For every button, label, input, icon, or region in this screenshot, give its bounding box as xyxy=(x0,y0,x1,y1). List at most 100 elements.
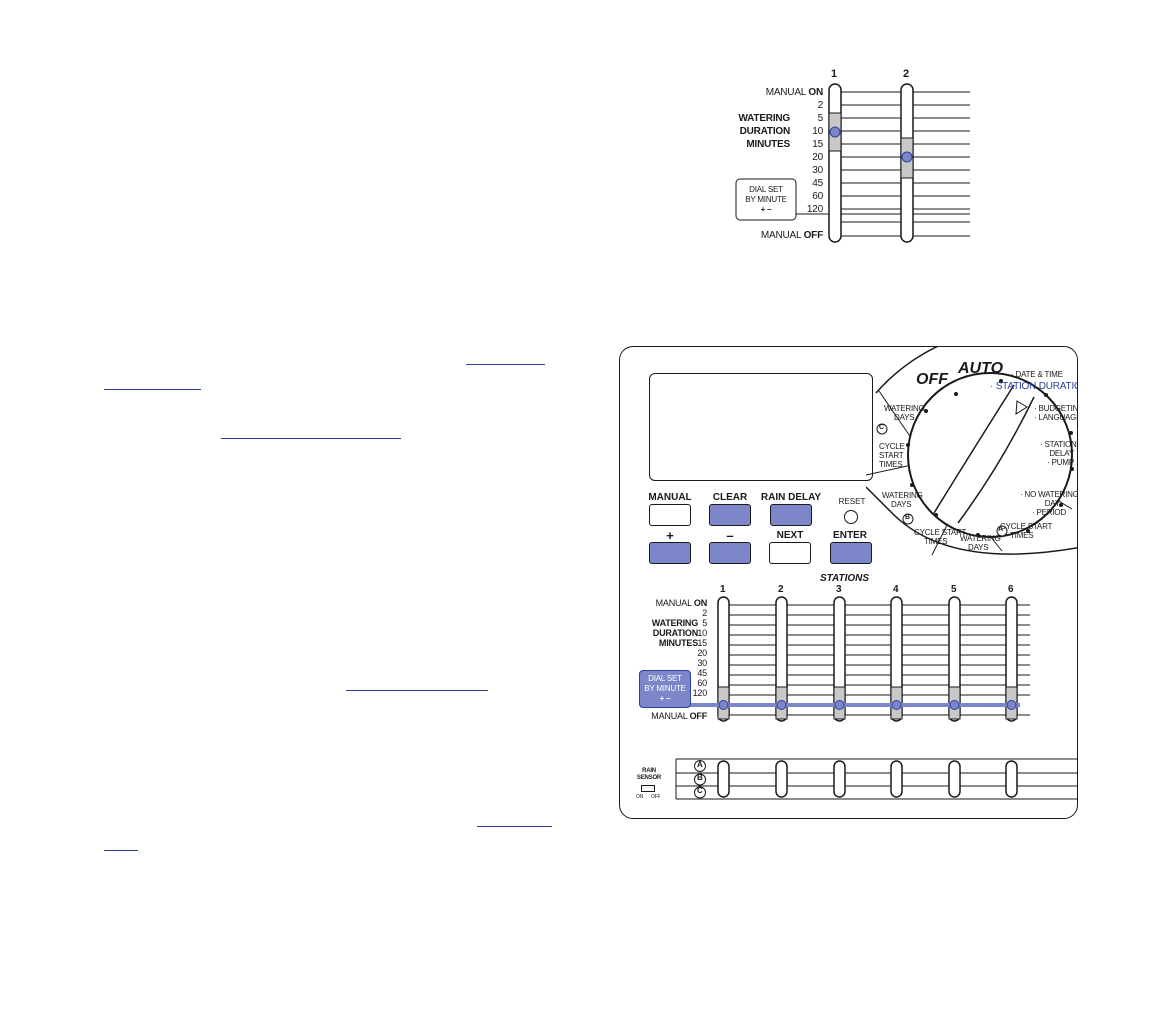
dial-no-watering-2[interactable]: DAY xyxy=(1044,499,1060,508)
station-duration-label: DURATION xyxy=(652,628,698,638)
station-dial-set-line3: + – xyxy=(659,694,671,703)
dial-watering-days-a-2[interactable]: DAYS xyxy=(968,543,989,552)
link-underline-4b[interactable] xyxy=(104,850,138,851)
dial-station-delay-3[interactable]: · PUMP xyxy=(1047,458,1074,467)
dial-language[interactable]: · LANGUAGE xyxy=(1034,413,1078,422)
top-scale-2: 2 xyxy=(817,100,824,111)
dial-cycle-start-c-2[interactable]: START xyxy=(879,451,904,460)
manual-button-label: MANUAL xyxy=(648,492,692,503)
dial-budgeting[interactable]: · BUDGETING xyxy=(1034,404,1078,413)
link-underline-1b[interactable] xyxy=(104,389,201,390)
top-diagram-graphics xyxy=(735,83,970,243)
dial-sep-2 xyxy=(866,464,913,476)
dial-no-watering-1[interactable]: · NO WATERING xyxy=(1020,490,1078,499)
program-a-circle xyxy=(694,760,706,772)
top-dial-set-line1: DIAL SET xyxy=(749,185,783,194)
dial-watering-days-b-2[interactable]: DAYS xyxy=(891,500,912,509)
dial-knob xyxy=(907,372,1073,538)
dial-station-delay-1[interactable]: · STATION xyxy=(1040,440,1077,449)
station-dots xyxy=(718,700,1017,710)
clear-button[interactable] xyxy=(709,504,751,526)
top-manual-off-prefix: MANUAL xyxy=(760,230,801,241)
station-scale-15: 15 xyxy=(697,638,707,648)
top-watering-label: WATERING xyxy=(738,113,790,124)
dial-cycle-start-b-1[interactable]: CYCLE START xyxy=(914,528,967,537)
top-manual-on-prefix: MANUAL xyxy=(765,87,806,98)
dial-no-watering-3[interactable]: · PERIOD xyxy=(1032,508,1066,517)
dial-station-delay-2[interactable]: DELAY xyxy=(1049,449,1074,458)
program-switch-3 xyxy=(833,760,846,798)
reset-button[interactable] xyxy=(844,510,858,524)
dial-cycle-start-a-2[interactable]: TIMES xyxy=(1010,531,1034,540)
dial-off-label[interactable]: OFF xyxy=(916,371,948,388)
station-dot-3 xyxy=(834,700,845,710)
link-underline-1a[interactable] xyxy=(466,364,545,365)
dial-watering-days-c-1[interactable]: WATERING xyxy=(884,404,925,413)
top-scale-45: 45 xyxy=(812,178,823,189)
program-b-label: B xyxy=(697,773,703,782)
dial-watering-days-c-2[interactable]: DAYS xyxy=(894,413,915,422)
dial-marker-a: A xyxy=(998,526,1003,533)
top-dial-set-box xyxy=(735,178,797,221)
station-number-1: 1 xyxy=(720,584,726,595)
top-manual-off-label: MANUAL OFF xyxy=(720,230,823,241)
rain-sensor-on: ON xyxy=(636,794,644,800)
plus-button-label: + xyxy=(666,528,674,543)
manual-button[interactable] xyxy=(649,504,691,526)
top-slider-dot-2 xyxy=(901,151,913,163)
enter-button[interactable] xyxy=(830,542,872,564)
top-station-number-2: 2 xyxy=(903,68,909,80)
dial-auto-label[interactable]: AUTO xyxy=(958,360,1004,377)
top-duration-diagram: 1 2 MANUAL ON 2 5 10 15 20 30 45 60 120 … xyxy=(720,66,980,256)
station-number-3: 3 xyxy=(836,584,842,595)
top-dial-set-line2: BY MINUTE xyxy=(745,195,787,204)
station-watering-label: WATERING xyxy=(651,618,698,628)
enter-button-label: ENTER xyxy=(833,530,867,541)
dial-watering-days-a-1[interactable]: WATERING xyxy=(960,534,1001,543)
dial-cycle-start-c-3[interactable]: TIMES xyxy=(879,460,903,469)
program-switch-4 xyxy=(890,760,903,798)
top-manual-off-suffix: OFF xyxy=(803,230,824,241)
dial-cycle-start-b-2[interactable]: TIMES xyxy=(924,537,948,546)
program-dial[interactable] xyxy=(866,346,1078,585)
top-slider-track-1 xyxy=(828,83,842,243)
program-switch-2 xyxy=(775,760,788,798)
station-dial-set-box xyxy=(639,670,691,708)
top-scale-30: 30 xyxy=(812,165,823,176)
stations-title: STATIONS xyxy=(820,573,870,584)
rain-sensor-switch[interactable] xyxy=(641,785,655,792)
dial-knob-grip xyxy=(933,384,1035,524)
program-a-label: A xyxy=(697,760,703,769)
station-scale-120: 120 xyxy=(692,688,708,698)
top-station-number-1: 1 xyxy=(831,68,837,80)
top-scale-5: 5 xyxy=(817,113,824,124)
dial-marker-b-circle xyxy=(902,513,914,525)
top-scale-60: 60 xyxy=(812,191,823,202)
dial-station-duration[interactable]: · STATION DURATION xyxy=(990,381,1077,392)
station-dial-set-line1: DIAL SET xyxy=(648,674,682,683)
top-manual-on-label: MANUAL ON xyxy=(720,87,824,98)
top-scale-15: 15 xyxy=(812,139,823,150)
minus-button[interactable] xyxy=(709,542,751,564)
dial-pointer-icon xyxy=(1015,400,1028,415)
station-dial-set-line2: BY MINUTE xyxy=(644,684,686,693)
station-manual-off-prefix: MANUAL xyxy=(651,711,688,721)
dial-watering-days-b-1[interactable]: WATERING xyxy=(882,491,923,500)
station-manual-on-label: MANUAL ON xyxy=(620,598,708,608)
dial-cycle-start-c-1[interactable]: CYCLE xyxy=(879,442,905,451)
link-underline-3[interactable] xyxy=(346,690,488,691)
link-underline-4a[interactable] xyxy=(477,826,552,827)
top-duration-label: DURATION xyxy=(739,126,791,137)
top-slider-dot-1 xyxy=(829,126,841,138)
next-button[interactable] xyxy=(769,542,811,564)
dial-cycle-start-a-1[interactable]: CYCLE START xyxy=(1000,522,1053,531)
top-scale-20: 20 xyxy=(812,152,823,163)
link-underline-2[interactable] xyxy=(221,438,401,439)
plus-button[interactable] xyxy=(649,542,691,564)
dial-position-dots xyxy=(906,379,1074,537)
station-dot-4 xyxy=(891,700,902,710)
dial-date-time[interactable]: · DATE & TIME xyxy=(1011,370,1063,379)
rain-delay-button[interactable] xyxy=(770,504,812,526)
station-dot-2 xyxy=(776,700,787,710)
rain-delay-button-label: RAIN DELAY xyxy=(760,492,822,503)
